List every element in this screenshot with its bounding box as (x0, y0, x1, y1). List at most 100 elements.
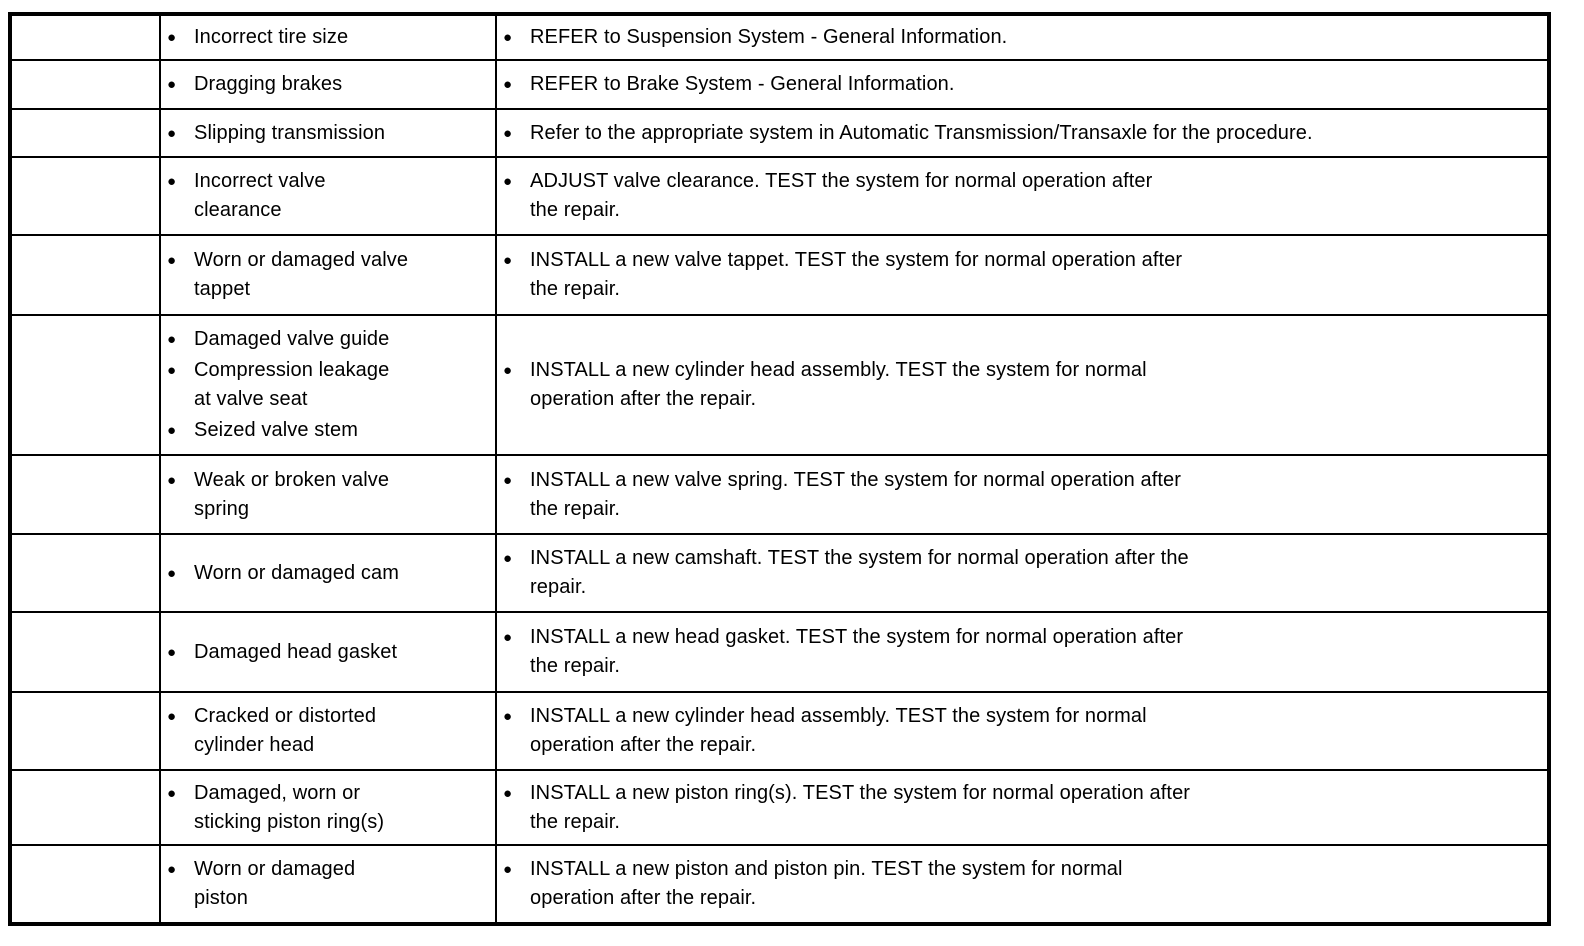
causes-cell: ● Worn or damaged valve tappet (159, 234, 497, 316)
list-item: ●Refer to the appropriate system in Auto… (503, 119, 1541, 148)
list-item-text: Cracked or distorted cylinder head (194, 705, 377, 756)
causes-cell: ●Worn or damaged cam (159, 533, 497, 613)
list-item: ● Slipping transmission (167, 119, 489, 148)
empty-cell (9, 156, 161, 236)
list-item: ● Damaged valve guide (167, 325, 489, 354)
list-item: ● Worn or damaged valve tappet (167, 246, 489, 304)
list-item-text: Incorrect valve clearance (194, 170, 326, 221)
empty-cell (9, 769, 161, 846)
empty-cell (9, 108, 161, 158)
list-item-text: Slipping transmission (194, 121, 386, 144)
list-item: ● INSTALL a new camshaft. TEST the system… (503, 544, 1541, 602)
causes-cell: ●Damaged, worn or sticking piston ring(s… (159, 769, 497, 846)
list-item-text: Damaged, worn or sticking piston ring(s) (194, 781, 385, 833)
bullet-icon: ● (503, 471, 513, 489)
bullet-icon: ● (167, 564, 177, 582)
list-item-text: INSTALL a new piston ring(s). TEST the s… (530, 781, 1191, 833)
list-item: ● Compression leakage at valve seat (167, 356, 489, 414)
bullet-icon: ● (503, 173, 513, 190)
empty-cell (9, 533, 161, 613)
list-item-text: INSTALL a new piston and piston pin. TES… (530, 858, 1123, 909)
table-row: ● Incorrect tire size ● REFER to Suspension… (9, 13, 1550, 61)
bullet-icon: ● (503, 29, 513, 46)
table-row: ● Worn or damaged valve tappet ●INSTALL a … (9, 234, 1550, 316)
table-row: ● Damaged valve guide ● Compression leakage… (9, 314, 1550, 456)
actions-cell: ●INSTALL a new valve tappet. TEST the sy… (495, 234, 1550, 316)
list-item: ● Incorrect valve clearance (167, 167, 489, 225)
bullet-icon: ● (167, 252, 177, 269)
list-item-text: Dragging brakes (194, 73, 343, 95)
list-item: ● Worn or damaged piston (167, 855, 489, 913)
list-item-text: Worn or damaged valve tappet (194, 249, 409, 300)
list-item: ● INSTALL a new cylinder head assembly. T… (503, 702, 1541, 760)
list-item-text: Worn or damaged piston (194, 858, 356, 909)
bullet-icon: ● (167, 422, 177, 439)
list-item: ●Damaged, worn or sticking piston ring(s… (167, 779, 489, 837)
causes-cell: ●Weak or broken valve spring (159, 454, 497, 535)
list-item: ● Incorrect tire size (167, 23, 489, 52)
list-item-text: ADJUST valve clearance. TEST the system … (530, 170, 1153, 221)
table-row: ● Worn or damaged piston ● INSTALL a new pi… (9, 844, 1550, 925)
list-item: ●Worn or damaged cam (167, 559, 489, 588)
actions-cell: ●REFER to Brake System - General Informa… (495, 59, 1550, 110)
list-item-text: Incorrect tire size (194, 26, 349, 48)
list-item: ● INSTALL a new cylinder head assembly. T… (503, 356, 1541, 414)
empty-cell (9, 454, 161, 535)
table-row: ● Slipping transmission ●Refer to the appr… (9, 108, 1550, 158)
list-item: ●Damaged head gasket (167, 638, 489, 667)
bullet-icon: ● (503, 861, 513, 878)
table-row: ● Incorrect valve clearance ● ADJUST valve … (9, 156, 1550, 236)
causes-cell: ● Incorrect tire size (159, 13, 497, 61)
list-item-text: Damaged valve guide (194, 328, 390, 350)
bullet-icon: ● (503, 629, 513, 646)
list-item: ●INSTALL a new valve tappet. TEST the sy… (503, 246, 1541, 304)
list-item: ● INSTALL a new piston and piston pin. TE… (503, 855, 1541, 913)
actions-cell: ● INSTALL a new piston ring(s). TEST the … (495, 769, 1550, 846)
list-item: ●Dragging brakes (167, 70, 489, 99)
list-item: ● REFER to Suspension System - General In… (503, 23, 1541, 52)
causes-cell: ● Slipping transmission (159, 108, 497, 158)
table-row: ●Weak or broken valve spring ● INSTALL a n… (9, 454, 1550, 535)
empty-cell (9, 59, 161, 110)
bullet-icon: ● (167, 173, 177, 190)
list-item-text: Seized valve stem (194, 419, 358, 441)
empty-cell (9, 314, 161, 456)
actions-cell: ●INSTALL a new head gasket. TEST the sys… (495, 611, 1550, 693)
bullet-icon: ● (503, 784, 513, 802)
bullet-icon: ● (503, 708, 513, 725)
bullet-icon: ● (167, 861, 177, 878)
actions-cell: ● INSTALL a new piston and piston pin. TE… (495, 844, 1550, 925)
list-item: ●REFER to Brake System - General Informa… (503, 70, 1541, 99)
bullet-icon: ● (503, 550, 513, 567)
empty-cell (9, 13, 161, 61)
empty-cell (9, 611, 161, 693)
empty-cell (9, 234, 161, 316)
table-row: ●Damaged head gasket ●INSTALL a new head … (9, 611, 1550, 693)
list-item-text: Compression leakage at valve seat (194, 359, 390, 410)
table-row: ● Damaged, worn or sticking piston ring(s… (9, 769, 1550, 846)
list-item-text: INSTALL a new cylinder head assembly. TE… (530, 359, 1147, 410)
list-item: ● Seized valve stem (167, 416, 489, 445)
causes-cell: ● Damaged valve guide ● Compression leakage… (159, 314, 497, 456)
causes-cell: ● Worn or damaged piston (159, 844, 497, 925)
bullet-icon: ● (167, 331, 177, 348)
manual-page: { "colors": { "background": "#ffffff", "… (0, 12, 1584, 946)
bullet-icon: ● (167, 29, 177, 46)
list-item-text: INSTALL a new cylinder head assembly. TE… (530, 705, 1147, 756)
causes-cell: ●Cracked or distorted cylinder head (159, 691, 497, 771)
troubleshooting-table: ● Incorrect tire size ● REFER to Suspension… (8, 12, 1551, 926)
bullet-icon: ● (167, 124, 177, 142)
list-item-text: INSTALL a new camshaft. TEST the system … (530, 547, 1189, 598)
list-item: ●Cracked or distorted cylinder head (167, 702, 489, 760)
list-item-text: REFER to Suspension System - General Inf… (530, 26, 1008, 48)
actions-cell: ● ADJUST valve clearance. TEST the system… (495, 156, 1550, 236)
list-item: ●INSTALL a new head gasket. TEST the sys… (503, 623, 1541, 681)
list-item-text: Refer to the appropriate system in Autom… (530, 121, 1313, 144)
actions-cell: ● INSTALL a new camshaft. TEST the system… (495, 533, 1550, 613)
list-item: ● ADJUST valve clearance. TEST the system… (503, 167, 1541, 225)
actions-cell: ● REFER to Suspension System - General In… (495, 13, 1550, 61)
table-row: ●Worn or damaged cam●INSTALL a new camsh… (9, 533, 1550, 613)
bullet-icon: ● (503, 362, 513, 379)
bullet-icon: ● (167, 362, 177, 379)
list-item-text: INSTALL a new valve spring. TEST the sys… (530, 468, 1181, 520)
